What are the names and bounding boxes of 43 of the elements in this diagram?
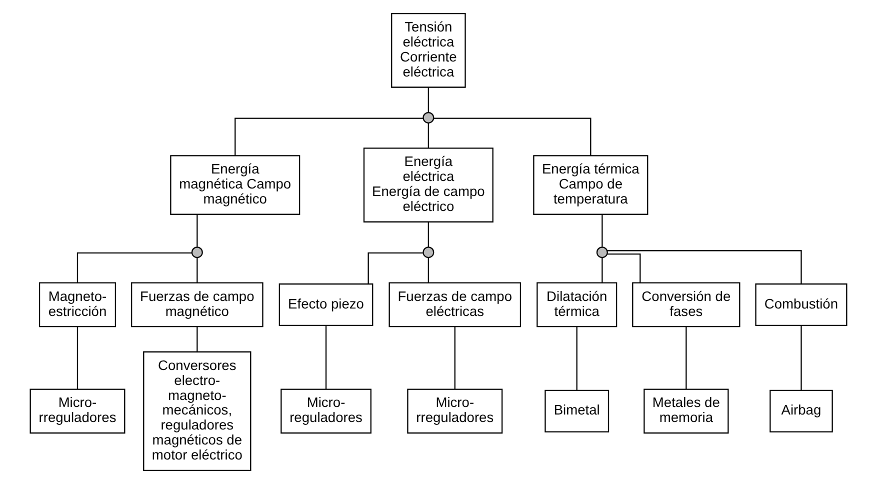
- node-circle: [422, 246, 434, 258]
- connector: [368, 252, 423, 284]
- node-circle: [191, 246, 203, 258]
- connector: [196, 257, 198, 282]
- node-box: Conversores electro- magneto- mecánicos, reguladores magnéticos de motor eléctrico: [143, 350, 252, 470]
- node-box: Combustión: [755, 282, 848, 326]
- node-box: Energía magnética Campo magnético: [170, 154, 300, 214]
- node-box: Fuerzas de campo eléctricas: [388, 282, 522, 327]
- connector: [800, 325, 802, 390]
- connector: [325, 325, 327, 389]
- node-box: Efecto piezo: [278, 282, 374, 326]
- connector: [428, 257, 429, 282]
- node-box: Micro- rreguladores: [30, 388, 126, 434]
- node-box: Bimetal: [544, 389, 610, 432]
- connector: [428, 122, 429, 148]
- node-box: Micro- rreguladores: [407, 388, 503, 434]
- node-box: Tensión eléctrica Corriente eléctrica: [391, 12, 466, 88]
- connector: [454, 326, 456, 389]
- connector: [196, 214, 198, 246]
- connector: [602, 214, 603, 246]
- node-box: Magneto- estricción: [38, 282, 116, 327]
- connector: [428, 222, 429, 246]
- connector: [428, 87, 429, 112]
- connector: [434, 117, 592, 156]
- connector: [76, 252, 192, 282]
- connector: [607, 250, 802, 284]
- node-box: Fuerzas de campo magnético: [131, 282, 264, 327]
- node-circle: [422, 111, 434, 123]
- connector: [576, 326, 578, 390]
- connector: [607, 253, 641, 282]
- node-box: Metales de memoria: [644, 388, 729, 434]
- connector: [686, 326, 687, 389]
- node-box: Conversión de fases: [632, 282, 740, 327]
- node-box: Airbag: [770, 389, 833, 432]
- node-box: Dilatación térmica: [536, 282, 618, 327]
- connector: [234, 117, 424, 156]
- node-box: Energía eléctrica Energía de campo eléctrico: [363, 147, 494, 222]
- connector: [76, 326, 78, 389]
- node-box: Micro- reguladores: [280, 388, 372, 434]
- node-box: Energía térmica Campo de temperatura: [533, 154, 648, 214]
- connector: [196, 326, 198, 352]
- connector: [602, 257, 603, 282]
- node-circle: [596, 246, 608, 258]
